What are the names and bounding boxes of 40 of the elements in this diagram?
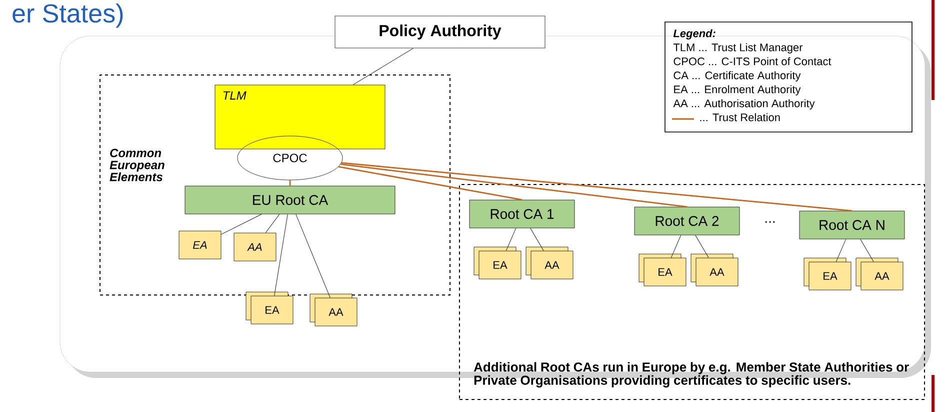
connector-line [220, 214, 262, 235]
card-stack: EA [474, 246, 522, 280]
connector-line [296, 214, 330, 298]
authority-box: Policy Authority [334, 16, 546, 48]
connector-line [274, 214, 288, 296]
authority-card: EA [178, 230, 222, 260]
trust-line [289, 180, 291, 186]
legend-text: EA ... Enrolment Authority [674, 85, 801, 96]
connector-line [352, 48, 414, 86]
trust-line [338, 166, 522, 200]
trust-line [340, 164, 688, 208]
trust-line [341, 162, 852, 212]
connector-line [265, 214, 280, 234]
connector-line [506, 228, 516, 252]
page-title: er States) [12, 4, 123, 28]
card-stack: EA [638, 254, 686, 286]
legend-text: TLM ... Trust List Manager [673, 43, 803, 54]
card-stack: EA [804, 258, 852, 290]
tlm-box: TLM [214, 84, 386, 150]
legend-text: ... Trust Relation [700, 113, 780, 122]
legend-text: CPOC ... C-ITS Point of Contact [674, 57, 832, 66]
card-stack: AA [526, 246, 574, 280]
connector-line [670, 234, 682, 258]
root-ca-box: Root CA 1 [469, 200, 575, 228]
connector-line [695, 234, 709, 258]
ellipsis: ... [765, 221, 775, 223]
connector-line [860, 238, 874, 262]
connector-line [530, 228, 544, 252]
legend-text: CA ... Certificate Authority [674, 71, 801, 82]
root-ca-box: EU Root CA [184, 186, 396, 214]
authority-card: AA [234, 232, 276, 262]
card-stack: AA [310, 294, 358, 326]
root-ca-box: Root CA N [799, 210, 905, 240]
legend-heading: Legend: [673, 29, 716, 40]
card-stack: AA [856, 258, 904, 290]
card-stack: EA [246, 292, 294, 324]
root-ca-box: Root CA 2 [634, 206, 740, 236]
legend-text: AA ... Authorisation Authority [673, 99, 815, 110]
card-stack: AA [690, 254, 738, 286]
connector-line [836, 238, 846, 262]
